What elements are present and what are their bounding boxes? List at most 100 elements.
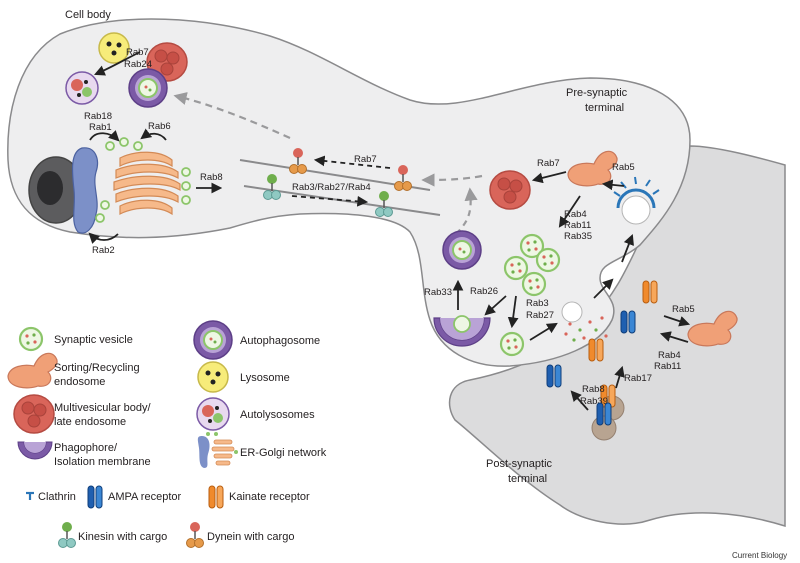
pre-synaptic-title-2: terminal bbox=[585, 102, 624, 114]
legend-mvb-2: late endosome bbox=[54, 416, 126, 428]
synaptic-vesicle bbox=[535, 247, 561, 273]
rab7-axon-label: Rab7 bbox=[354, 154, 377, 165]
journal-credit: Current Biology bbox=[732, 551, 787, 560]
small-vesicle bbox=[105, 141, 115, 151]
golgi-apparatus bbox=[113, 151, 181, 216]
rab27-pre-label: Rab27 bbox=[526, 310, 554, 321]
docked-synaptic-vesicle bbox=[499, 331, 525, 357]
small-vesicle bbox=[95, 213, 105, 223]
arrow-rab7-pre bbox=[531, 171, 567, 184]
legend-dynein-icon bbox=[185, 521, 205, 549]
synaptic-vesicle bbox=[521, 271, 547, 297]
rab18-label: Rab18 bbox=[84, 111, 112, 122]
rab26-label: Rab26 bbox=[470, 286, 498, 297]
legend-mvb-1: Multivesicular body/ bbox=[54, 402, 152, 414]
arrow-rab3-27-4 bbox=[291, 195, 369, 207]
retrograde-dashed-arrow-2 bbox=[421, 173, 483, 187]
arrow-rab7-axon bbox=[313, 155, 391, 169]
legend-lysosome-icon bbox=[197, 361, 229, 393]
rab4-pre-label: Rab4 bbox=[564, 209, 587, 220]
arrow-rab26 bbox=[484, 295, 507, 316]
legend-sorting-endosome-icon bbox=[7, 352, 58, 389]
rab17-post-label: Rab17 bbox=[624, 373, 652, 384]
nucleus bbox=[28, 156, 84, 224]
rab35-pre-label: Rab35 bbox=[564, 231, 592, 242]
legend-ampa-icon bbox=[87, 485, 103, 509]
arrow-rab8-39 bbox=[570, 390, 589, 411]
post-synaptic-title-2: terminal bbox=[508, 473, 547, 485]
clathrin-coated-pit bbox=[613, 176, 660, 225]
legend-phagophore-2: Isolation membrane bbox=[54, 456, 151, 468]
late-endosome bbox=[489, 170, 531, 210]
legend-er-golgi: ER-Golgi network bbox=[240, 447, 327, 459]
legend-autolysosomes: Autolysosomes bbox=[240, 409, 315, 421]
autolysosome bbox=[65, 71, 99, 105]
arrow-rab6 bbox=[140, 128, 167, 141]
cell-body-title: Cell body bbox=[65, 9, 111, 21]
rab7-pre-label: Rab7 bbox=[537, 158, 560, 169]
rab11-post-label: Rab11 bbox=[654, 361, 681, 372]
legend-mvb-icon bbox=[13, 394, 55, 434]
rab39-post-label: Rab39 bbox=[580, 396, 608, 407]
post-vesicle-2 bbox=[591, 415, 617, 441]
small-vesicle bbox=[119, 137, 129, 147]
rab3-pre-label: Rab3 bbox=[526, 298, 549, 309]
legend-dynein: Dynein with cargo bbox=[207, 531, 294, 543]
rab7-label: Rab7 bbox=[126, 47, 149, 58]
legend-kinesin-icon bbox=[57, 521, 77, 549]
arrow-to-clathrin bbox=[621, 233, 634, 263]
rab4-post-label: Rab4 bbox=[658, 350, 681, 361]
legend-autophagosome: Autophagosome bbox=[240, 335, 320, 347]
legend-synaptic-vesicle: Synaptic vesicle bbox=[54, 334, 133, 346]
legend-clathrin: Clathrin bbox=[38, 491, 76, 503]
rab3-27-4-label: Rab3/Rab27/Rab4 bbox=[292, 182, 371, 193]
legend-sorting-1: Sorting/Recycling bbox=[54, 362, 140, 374]
arrow-rab18 bbox=[89, 130, 120, 142]
arrow-rab3-27 bbox=[507, 295, 519, 329]
synaptic-vesicle bbox=[503, 255, 529, 281]
legend-kainate: Kainate receptor bbox=[229, 491, 310, 503]
rab33-label: Rab33 bbox=[424, 287, 452, 298]
small-vesicle bbox=[181, 195, 191, 205]
small-vesicle bbox=[133, 141, 143, 151]
arrow-rab4-11-post bbox=[659, 331, 689, 343]
arrow-lyso-to-autolyso bbox=[94, 51, 141, 76]
small-vesicle bbox=[181, 167, 191, 177]
rab8-axon-label: Rab8 bbox=[200, 172, 223, 183]
rab24-label: Rab24 bbox=[124, 59, 152, 70]
legend-lysosome: Lysosome bbox=[240, 372, 290, 384]
legend-sorting-2: endosome bbox=[54, 376, 105, 388]
rab6-label: Rab6 bbox=[148, 121, 171, 132]
autophagosome bbox=[128, 68, 168, 108]
legend-ampa: AMPA receptor bbox=[108, 491, 181, 503]
arrow-rab4-11-35 bbox=[558, 195, 581, 228]
rab5-post-label: Rab5 bbox=[672, 304, 695, 315]
post-synaptic-shape bbox=[448, 145, 786, 528]
pre-synaptic-title: Pre-synaptic bbox=[566, 87, 628, 99]
legend: Synaptic vesicle Sorting/Recycling endos… bbox=[7, 320, 327, 549]
legend-kinesin: Kinesin with cargo bbox=[78, 531, 167, 543]
small-vesicle bbox=[100, 200, 110, 210]
arrow-rab2 bbox=[88, 232, 119, 244]
er-membrane bbox=[71, 147, 99, 234]
legend-kainate-icon bbox=[208, 485, 224, 509]
rab2-label: Rab2 bbox=[92, 245, 115, 256]
arrow-rab5-post bbox=[663, 315, 691, 327]
legend-er-golgi-icon bbox=[197, 432, 238, 468]
phagophore bbox=[433, 315, 491, 347]
post-synaptic-title: Post-synaptic bbox=[486, 458, 553, 470]
legend-autophagosome-icon bbox=[193, 320, 233, 360]
rab5-pre-label: Rab5 bbox=[612, 162, 635, 173]
rab8-post-label: Rab8 bbox=[582, 384, 605, 395]
legend-synaptic-vesicle-icon bbox=[18, 326, 44, 352]
arrow-to-fusion bbox=[529, 322, 558, 341]
legend-phagophore-icon bbox=[17, 441, 53, 460]
arrow-rab5-pre bbox=[601, 179, 625, 191]
legend-phagophore-1: Phagophore/ bbox=[54, 442, 118, 454]
legend-autolysosome-icon bbox=[196, 397, 230, 431]
small-vesicle bbox=[181, 181, 191, 191]
rab11-pre-label: Rab11 bbox=[564, 220, 591, 231]
rab1-label: Rab1 bbox=[89, 122, 112, 133]
arrow-rab17 bbox=[614, 365, 625, 389]
